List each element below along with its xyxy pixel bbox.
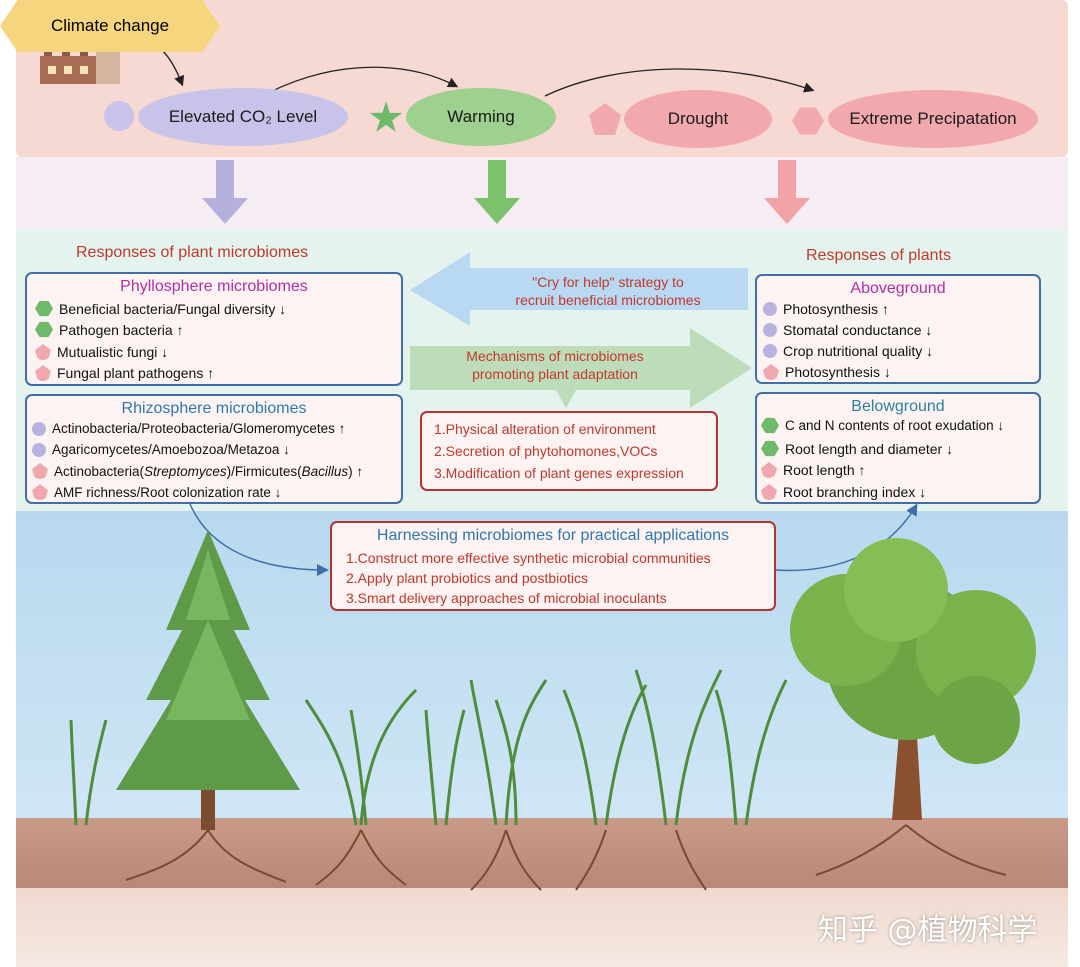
aboveground-box: Aboveground Photosynthesis ↑ Stomatal co…: [755, 274, 1041, 384]
tree-illustration: [116, 530, 300, 830]
circle-icon: [32, 442, 46, 457]
phyllo-item-3: Mutualistic fungi ↓: [35, 344, 168, 360]
down-arrows: [202, 160, 810, 224]
circle-icon: [763, 344, 777, 358]
above-item-3: Crop nutritional quality ↓: [763, 343, 933, 359]
applications-title: Harnessing microbiomes for practical app…: [376, 527, 730, 544]
rhizo-item-2: Agaricomycetes/Amoebozoa/Metazoa ↓: [32, 442, 290, 457]
rhizo-item-3-a: Actinobacteria(: [54, 463, 145, 479]
soil-band: [16, 818, 1068, 890]
rhizo-item-4-text: AMF richness/Root colonization rate ↓: [54, 484, 282, 500]
hexagon-icon: [761, 440, 779, 457]
applications-box: Harnessing microbiomes for practical app…: [330, 521, 776, 611]
rhizo-item-3: Actinobacteria(Streptomyces)/Firmicutes(…: [32, 463, 363, 479]
circle-icon: [763, 302, 777, 316]
hexagon-icon: [35, 321, 53, 338]
mechanisms-text: Mechanisms of microbiomes promoting plan…: [466, 348, 644, 382]
application-item-2: 2.Apply plant probiotics and postbiotics: [346, 570, 589, 586]
phyllo-item-3-text: Mutualistic fungi ↓: [57, 344, 169, 360]
above-item-2: Stomatal conductance ↓: [763, 322, 932, 338]
phyllo-item-4: Fungal plant pathogens ↑: [35, 365, 214, 381]
pentagon-icon: [35, 365, 51, 381]
factor-warming: Warming: [406, 88, 556, 146]
belowground-box: Belowground C and N contents of root exu…: [755, 392, 1041, 504]
application-item-1: 1.Construct more effective synthetic mic…: [346, 550, 711, 566]
hexagon-icon: [761, 417, 779, 434]
above-item-4: Photosynthesis ↓: [763, 364, 891, 380]
rhizo-item-2-text: Agaricomycetes/Amoebozoa/Metazoa ↓: [52, 442, 290, 457]
rhizosphere-box: Rhizosphere microbiomes Actinobacteria/P…: [25, 394, 403, 504]
above-item-2-text: Stomatal conductance ↓: [783, 322, 933, 338]
application-item-3: 3.Smart delivery approaches of microbial…: [346, 590, 667, 606]
climate-change-label: Climate change: [0, 0, 220, 52]
roots-illustration: [125, 824, 1007, 891]
aboveground-title: Aboveground: [850, 280, 946, 297]
below-item-1: C and N contents of root exudation ↓: [761, 417, 1004, 434]
phyllo-item-2-text: Pathogen bacteria ↑: [59, 321, 184, 338]
below-item-3-text: Root length ↑: [783, 462, 866, 478]
circle-icon: [763, 323, 777, 337]
factor-co2: Elevated CO₂ Level: [138, 88, 348, 146]
center-arrows: [410, 252, 752, 408]
plants-illustration: [69, 530, 1036, 891]
subsoil-band: [16, 888, 1068, 967]
rhizo-item-3-b: )/Firmicutes(: [226, 463, 302, 479]
mechanism-item-1: 1.Physical alteration of environment: [434, 421, 656, 437]
watermark-text: 知乎 @植物科学: [818, 913, 1038, 948]
phyllosphere-box: Phyllosphere microbiomes Beneficial bact…: [25, 272, 403, 386]
rhizo-item-3-genus-a: Streptomyces: [144, 463, 227, 479]
below-item-1-text: C and N contents of root exudation ↓: [785, 418, 1005, 433]
pentagon-icon: [761, 462, 777, 478]
rhizo-item-4: AMF richness/Root colonization rate ↓: [32, 484, 281, 500]
mechanism-item-2: 2.Secretion of phytohomones,VOCs: [434, 443, 658, 459]
below-item-2-text: Root length and diameter ↓: [785, 440, 954, 457]
below-item-3: Root length ↑: [761, 462, 866, 478]
phyllo-item-4-text: Fungal plant pathogens ↑: [57, 365, 215, 381]
above-item-1: Photosynthesis ↑: [763, 301, 889, 317]
plant-microbiome-responses-header: Responses of plant microbiomes: [76, 244, 309, 261]
below-item-4: Root branching index ↓: [761, 484, 926, 500]
co2-circle-icon: [104, 101, 134, 131]
broadleaf-tree-illustration: [790, 538, 1036, 820]
phyllosphere-title: Phyllosphere microbiomes: [120, 278, 308, 295]
mechanism-item-3: 3.Modification of plant genes expression: [434, 465, 684, 481]
factor-precipitation: Extreme Precipatation: [828, 90, 1038, 148]
plant-responses-header: Responses of plants: [806, 247, 951, 264]
rhizo-item-1-text: Actinobacteria/Proteobacteria/Glomeromyc…: [52, 421, 346, 436]
phyllo-item-2: Pathogen bacteria ↑: [35, 321, 184, 338]
pentagon-icon: [35, 344, 51, 360]
below-item-4-text: Root branching index ↓: [783, 484, 927, 500]
factor-drought: Drought: [624, 90, 772, 148]
above-item-3-text: Crop nutritional quality ↓: [783, 343, 934, 359]
pentagon-icon: [32, 484, 48, 500]
arrow-band: [16, 157, 1068, 229]
rhizo-item-1: Actinobacteria/Proteobacteria/Glomeromyc…: [32, 421, 345, 436]
above-item-4-text: Photosynthesis ↓: [785, 364, 891, 380]
mechanism-box: 1.Physical alteration of environment 2.S…: [420, 411, 718, 491]
rhizosphere-title: Rhizosphere microbiomes: [121, 400, 307, 417]
phyllo-item-1: Beneficial bacteria/Fungal diversity ↓: [35, 300, 286, 317]
rhizo-item-3-genus-b: Bacillus: [301, 463, 349, 479]
pentagon-icon: [32, 463, 48, 479]
hexagon-icon: [35, 300, 53, 317]
cry-for-help-text: "Cry for help" strategy to recruit benef…: [515, 274, 701, 308]
pentagon-icon: [761, 484, 777, 500]
phyllo-item-1-text: Beneficial bacteria/Fungal diversity ↓: [59, 300, 287, 317]
below-item-2: Root length and diameter ↓: [761, 440, 953, 457]
grass-illustration: [69, 669, 788, 826]
pentagon-icon: [763, 364, 779, 380]
circle-icon: [32, 421, 46, 436]
belowground-title: Belowground: [851, 398, 945, 415]
rhizo-item-3-c: ) ↑: [348, 463, 364, 479]
above-item-1-text: Photosynthesis ↑: [783, 301, 889, 317]
